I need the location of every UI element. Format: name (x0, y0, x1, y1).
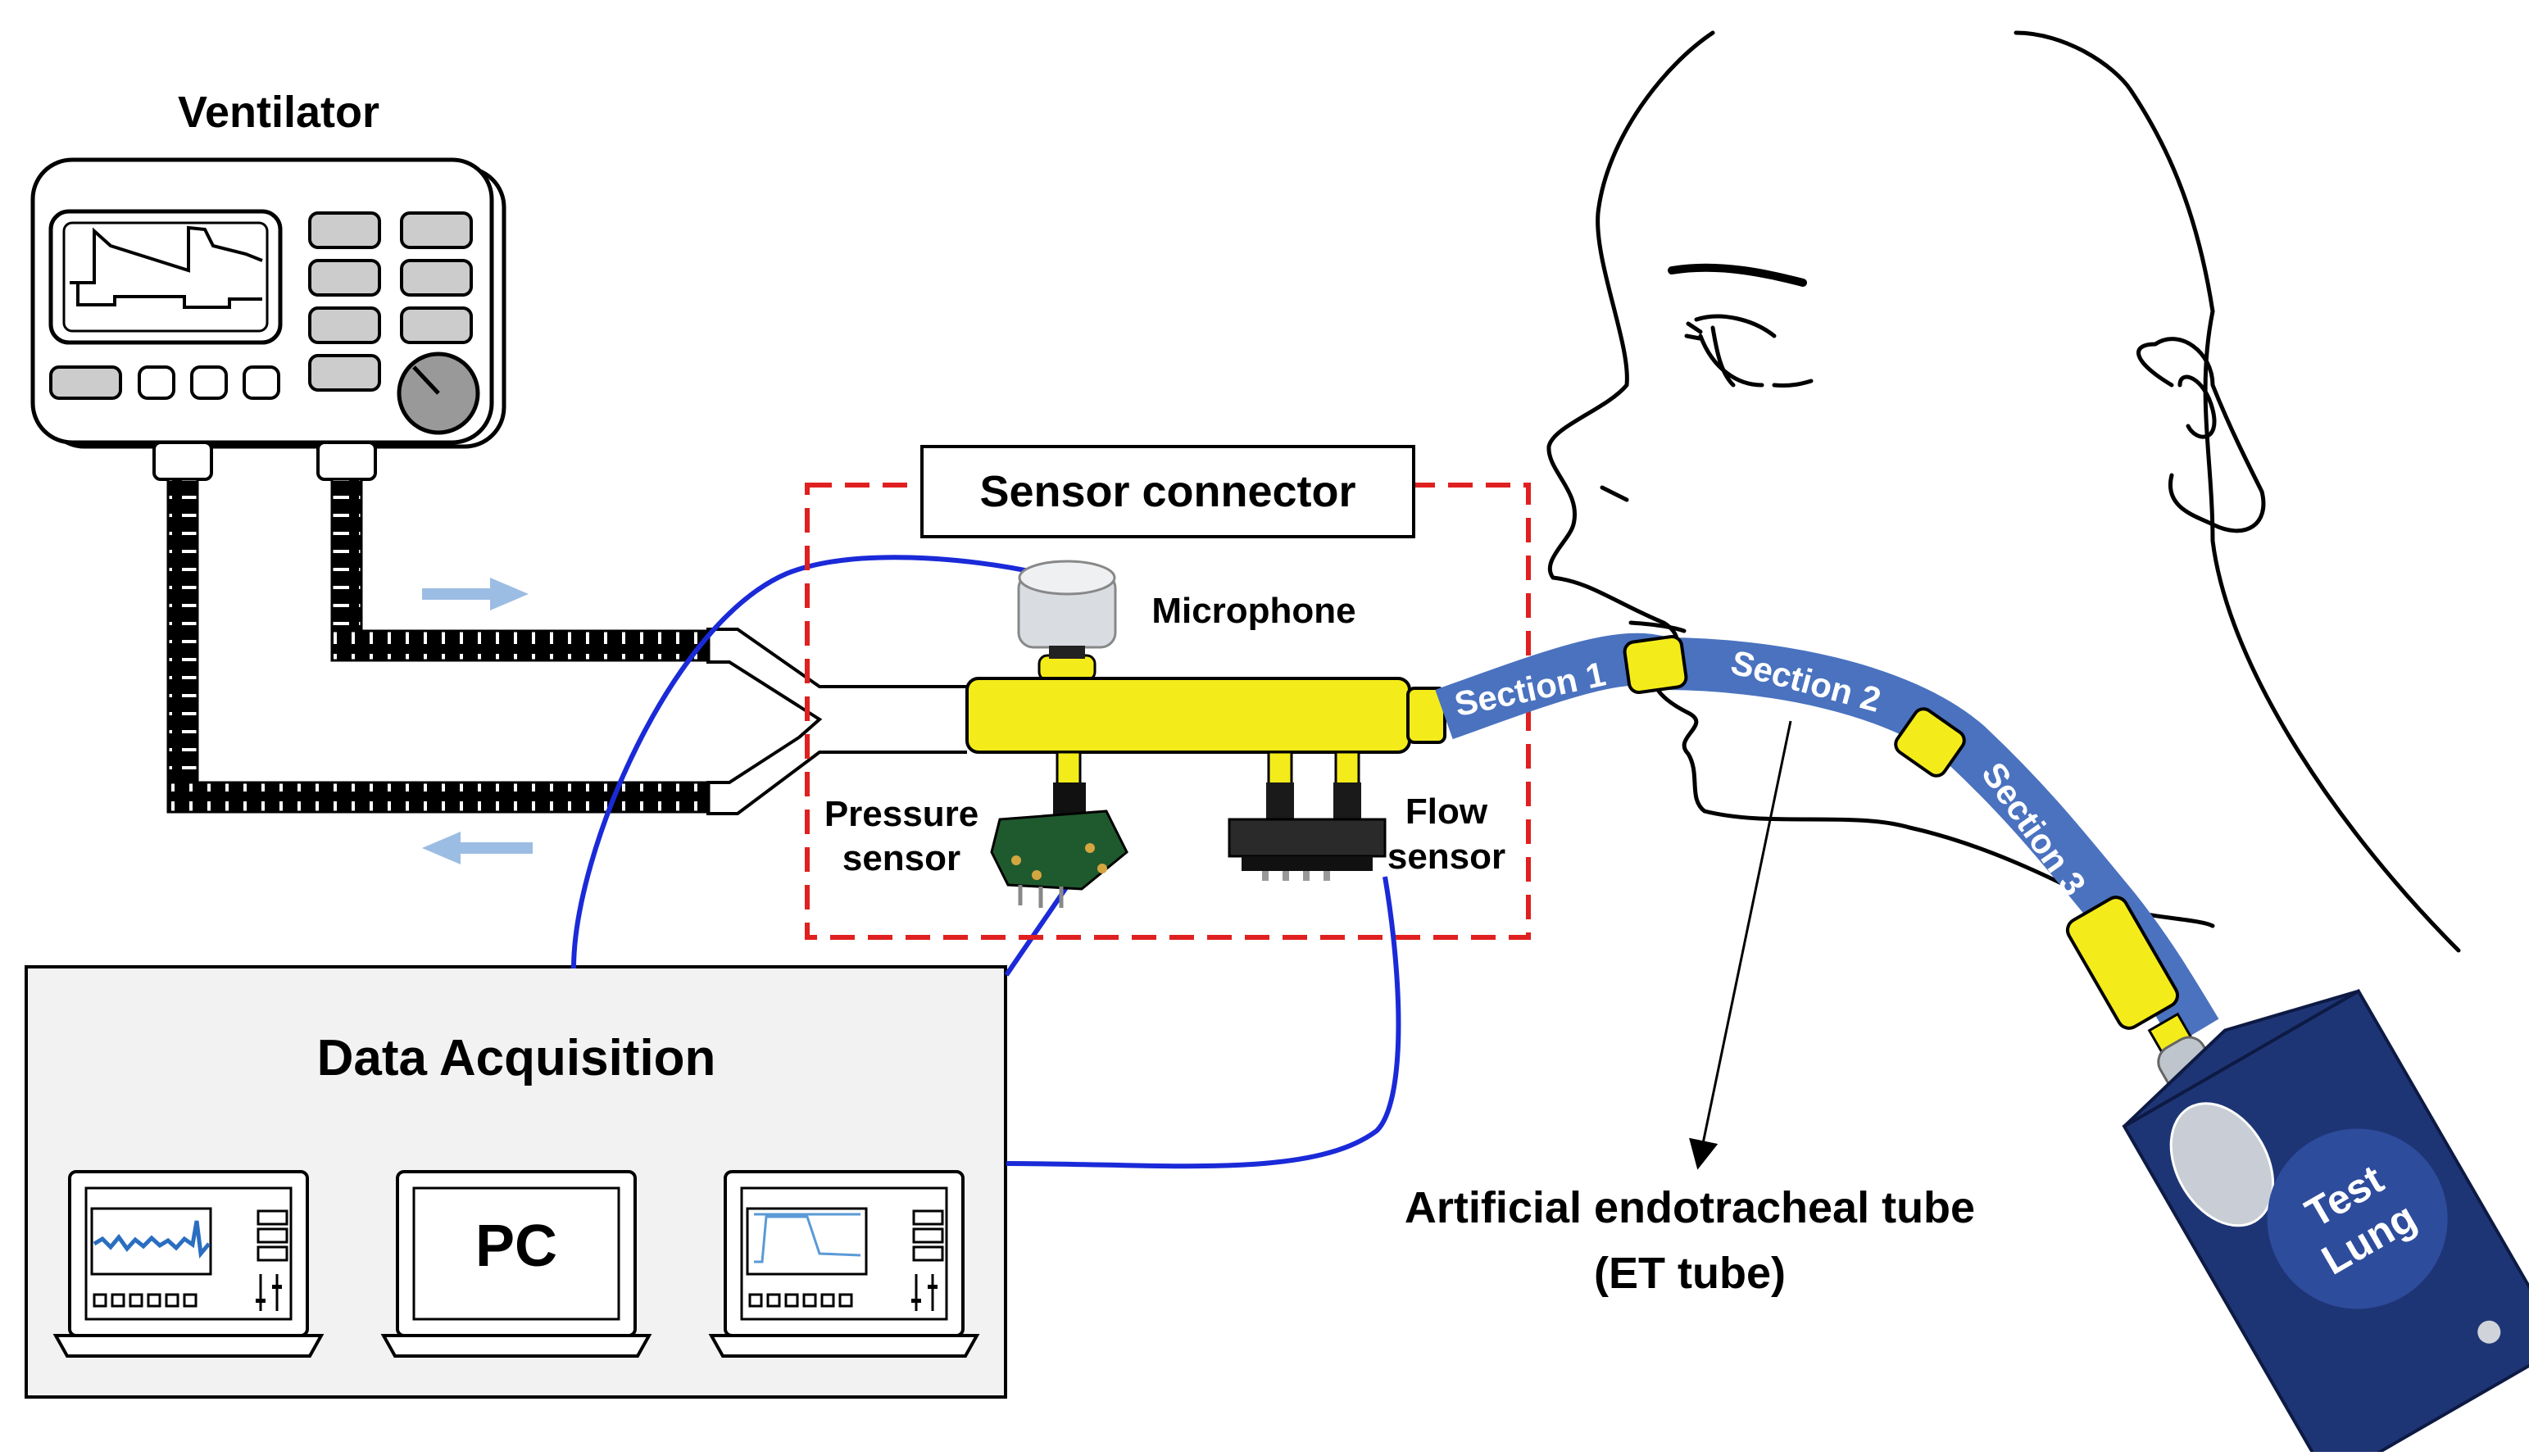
data-acquisition-title: Data Acquisition (317, 1030, 716, 1086)
laptop-icon (52, 1170, 325, 1358)
pressure-sensor-label-line1: Pressure (824, 794, 978, 834)
flow-sensor-icon (1228, 782, 1387, 881)
et-tube-body (1435, 633, 2219, 1046)
flow-sensor-label-line1: Flow (1405, 792, 1488, 832)
et-tube-joint-2 (1894, 707, 1966, 778)
et-tube: Section 1 Section 2 Section 3 (1435, 633, 2219, 1061)
ventilator-title: Ventilator (178, 88, 379, 137)
et-tube-adapter (2065, 896, 2180, 1030)
connector-body (965, 677, 1446, 787)
ventilator: Ventilator (30, 88, 506, 481)
flow-sensor-label-line2: sensor (1387, 837, 1505, 877)
flow-sensor-cable (1006, 876, 1401, 1169)
pc-label: PC (475, 1213, 557, 1279)
expiratory-flow-arrow (422, 832, 533, 864)
microphone-cable (571, 555, 1042, 969)
laptop-icon (708, 1170, 980, 1358)
test-lung-icon: Test Lung (2122, 988, 2529, 1456)
sensor-connector-title: Sensor connector (979, 467, 1355, 516)
ventilator-circuit (166, 478, 967, 864)
microphone-icon (1017, 560, 1117, 682)
inspiratory-flow-arrow (422, 578, 529, 610)
pressure-sensor-label-line2: sensor (842, 838, 960, 878)
laptop-icon: PC (380, 1170, 652, 1358)
et-tube-pointer-arrow (1689, 720, 1792, 1170)
pressure-sensor-icon (990, 782, 1128, 908)
et-tube-label-line1: Artificial endotracheal tube (1405, 1183, 1975, 1232)
et-tube-joint-1 (1623, 634, 1688, 695)
data-acquisition-panel: Data Acquisition PC (25, 965, 1007, 1399)
microphone-label: Microphone (1151, 591, 1355, 631)
ventilator-icon (30, 157, 506, 481)
sensor-connector: Sensor connector Microphone (805, 445, 1531, 940)
et-tube-label-line2: (ET tube) (1594, 1249, 1786, 1298)
